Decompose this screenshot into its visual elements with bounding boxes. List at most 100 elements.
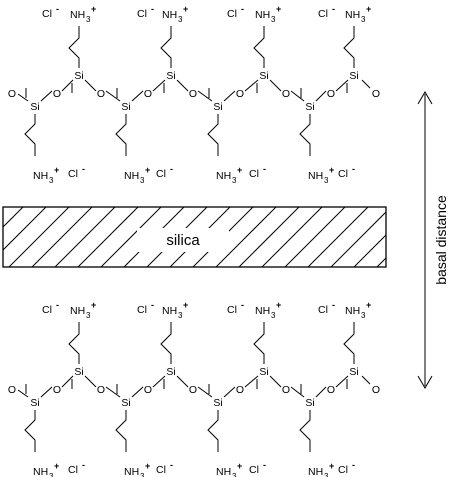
silica-label-background <box>137 228 229 252</box>
oxygen-atom: O <box>372 384 380 396</box>
ammonium-charge: + <box>329 461 334 471</box>
si-o-bond <box>61 79 74 92</box>
oxygen-atom: O <box>8 384 16 396</box>
ammonium-subscript: 3 <box>361 15 366 24</box>
oxygen-atom: O <box>189 88 197 100</box>
arrow-up-head <box>417 91 433 105</box>
ammonium-subscript: 3 <box>49 176 54 185</box>
ammonium-group: NH <box>255 305 270 317</box>
chloride-charge: - <box>56 4 59 14</box>
propyl-chain <box>160 26 172 68</box>
propyl-chain <box>115 114 127 156</box>
oxygen-atom: O <box>144 384 152 396</box>
si-o-bond <box>290 90 305 102</box>
ammonium-group: NH <box>124 466 139 477</box>
silicon-atom: Si <box>305 101 314 113</box>
chloride-charge: - <box>241 4 244 14</box>
propyl-chain <box>24 410 36 452</box>
hatch-line <box>215 207 277 267</box>
chloride-ion: Cl <box>137 304 147 316</box>
ammonium-group: NH <box>216 466 231 477</box>
hatch-line <box>77 207 139 267</box>
si-o-bond <box>17 93 29 102</box>
si-o-bond <box>197 386 213 398</box>
chloride-ion: Cl <box>227 304 237 316</box>
hatch-line <box>330 211 386 267</box>
ammonium-subscript: 3 <box>140 472 145 477</box>
ammonium-group: NH <box>308 466 323 477</box>
oxygen-atom: O <box>236 88 244 100</box>
ammonium-group: NH <box>308 170 323 182</box>
oxygen-atom: O <box>236 384 244 396</box>
hatch-line <box>31 207 93 267</box>
ammonium-subscript: 3 <box>232 472 237 477</box>
silicon-atom: Si <box>121 101 130 113</box>
chloride-charge: - <box>241 300 244 310</box>
si-o-bond <box>244 375 259 388</box>
si-o-bond <box>152 375 166 388</box>
hatch-line <box>8 207 70 267</box>
silicon-atom: Si <box>349 366 358 378</box>
oxygen-atom: O <box>327 88 335 100</box>
ammonium-charge: + <box>91 300 96 310</box>
propyl-chain <box>299 410 311 452</box>
si-o-bond <box>17 389 29 398</box>
chloride-charge: - <box>352 164 355 174</box>
propyl-chain <box>68 322 80 364</box>
hatch-line <box>100 207 162 267</box>
silicon-atom: Si <box>349 70 358 82</box>
chloride-charge: - <box>151 4 154 14</box>
propyl-chain <box>253 26 265 68</box>
propyl-chain <box>24 114 36 156</box>
chloride-ion: Cl <box>156 464 166 476</box>
silicon-atom: Si <box>166 70 175 82</box>
oxygen-atom: O <box>282 88 290 100</box>
oxygen-atom: O <box>372 88 380 100</box>
chloride-ion: Cl <box>137 8 147 20</box>
ammonium-subscript: 3 <box>86 311 91 320</box>
chloride-charge: - <box>332 4 335 14</box>
ammonium-charge: + <box>145 165 150 175</box>
ammonium-group: NH <box>124 170 139 182</box>
chloride-ion: Cl <box>42 8 52 20</box>
ammonium-charge: + <box>237 461 242 471</box>
oxygen-atom: O <box>53 384 61 396</box>
silica-block: silica <box>2 206 387 268</box>
ammonium-group: NH <box>70 9 85 21</box>
ammonium-charge: + <box>145 461 150 471</box>
silica-slab-outline <box>2 206 387 268</box>
propyl-chain <box>115 410 127 452</box>
hatch-line <box>261 207 323 267</box>
chloride-charge: - <box>56 300 59 310</box>
chloride-charge: - <box>263 460 266 470</box>
silicon-atom: Si <box>259 70 268 82</box>
si-o-bond <box>269 375 282 388</box>
si-o-bond <box>315 386 327 398</box>
hatch-line <box>54 207 116 267</box>
hatch-line <box>3 207 47 251</box>
si-o-bond <box>61 375 74 388</box>
ammonium-group: NH <box>345 305 360 317</box>
ammonium-charge: + <box>329 165 334 175</box>
si-o-bond <box>105 90 121 102</box>
si-o-bond <box>361 79 371 89</box>
oxygen-atom: O <box>97 384 105 396</box>
silicon-atom: Si <box>166 366 175 378</box>
si-o-bond <box>131 386 144 398</box>
ammonium-subscript: 3 <box>49 472 54 477</box>
chloride-ion: Cl <box>227 8 237 20</box>
ammonium-group: NH <box>216 170 231 182</box>
silicon-atom: Si <box>74 366 83 378</box>
silicon-atom: Si <box>259 366 268 378</box>
propyl-chain <box>343 322 355 364</box>
ammonium-subscript: 3 <box>361 311 366 320</box>
ammonium-subscript: 3 <box>178 15 183 24</box>
ammonium-subscript: 3 <box>140 176 145 185</box>
chloride-charge: - <box>82 460 85 470</box>
si-o-bond <box>223 386 236 398</box>
ammonium-group: NH <box>345 9 360 21</box>
propyl-chain <box>253 322 265 364</box>
